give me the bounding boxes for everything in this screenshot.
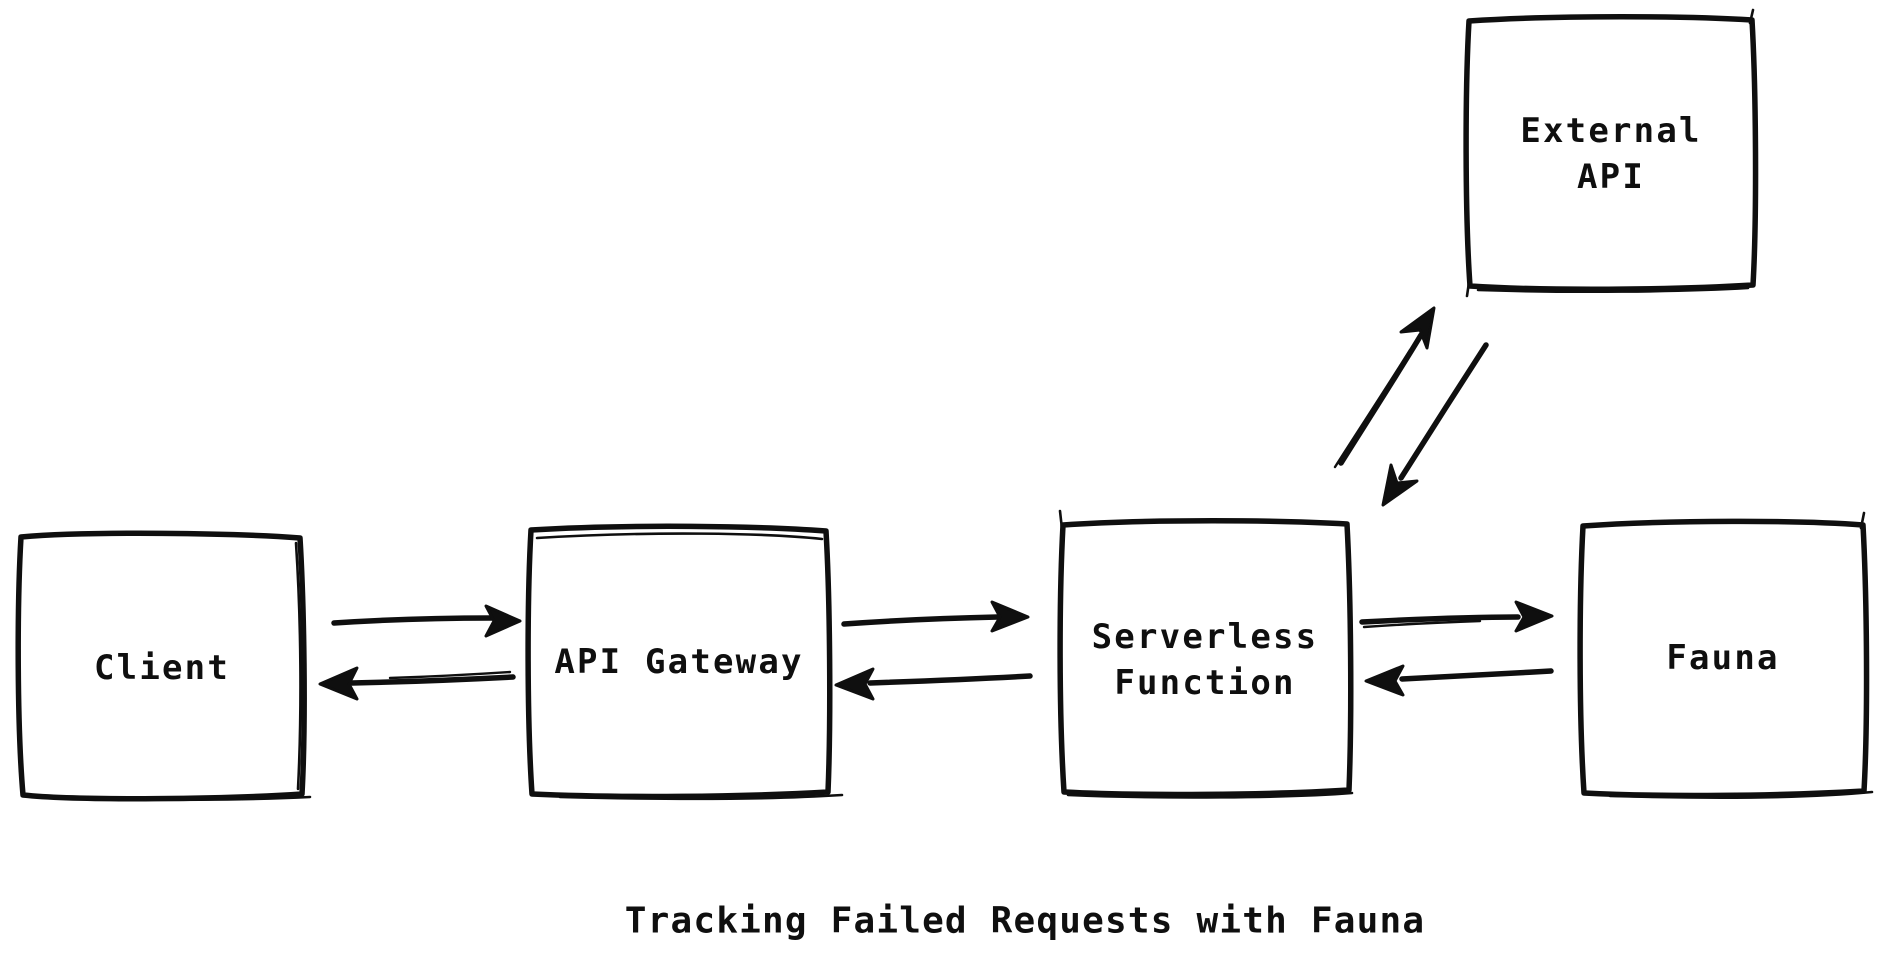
node-api-gateway-label: API Gateway xyxy=(554,642,803,682)
edge-serverless-to-fauna-shaft xyxy=(1359,614,1521,625)
edge-api-gateway-to-client xyxy=(318,666,516,701)
node-serverless-function-label-line1: Serverless xyxy=(1092,617,1319,657)
edge-client-to-api-gateway xyxy=(331,604,522,638)
edge-fauna-to-serverless-arrowhead xyxy=(1364,664,1405,697)
client-box-overdraw-right xyxy=(294,541,302,791)
client-box-outline xyxy=(15,530,307,802)
api-gateway-box-overdraw-top xyxy=(535,532,824,541)
edge-serverless-to-api-gateway xyxy=(834,667,1033,701)
diagram-title: Tracking Failed Requests with Fauna xyxy=(625,901,1426,942)
node-external-api-label-line2: API xyxy=(1577,157,1645,197)
edge-serverless-to-fauna-shaft-overdraw xyxy=(1362,619,1482,629)
serverless-box-overdraw-topleft xyxy=(1058,509,1064,531)
edge-external-api-to-serverless xyxy=(1381,342,1489,507)
external-api-box-overdraw-bottom xyxy=(1476,286,1750,294)
external-api-box-overdraw-bottomleft xyxy=(1465,280,1471,298)
edge-serverless-to-external-api-shaft-overdraw xyxy=(1333,348,1412,469)
fauna-box-outline xyxy=(1577,518,1870,799)
node-api-gateway: API Gateway xyxy=(525,523,844,801)
edge-api-gateway-to-serverless-arrowhead xyxy=(990,600,1030,633)
node-client: Client xyxy=(15,530,312,802)
edge-fauna-to-serverless xyxy=(1364,664,1554,697)
edge-serverless-to-api-gateway-arrowhead xyxy=(834,667,875,701)
node-fauna: Fauna xyxy=(1577,511,1874,799)
edge-api-gateway-to-client-shaft xyxy=(349,674,516,686)
edge-serverless-to-external-api-shaft xyxy=(1338,332,1424,466)
node-serverless-function: Serverless Function xyxy=(1057,509,1354,799)
edge-api-gateway-to-client-arrowhead xyxy=(318,666,359,701)
client-box-overdraw-bottom xyxy=(58,795,312,802)
edge-api-gateway-to-client-shaft-overdraw xyxy=(388,670,512,680)
edge-serverless-to-fauna xyxy=(1359,600,1554,633)
fauna-box-overdraw-topright xyxy=(1859,511,1866,530)
edge-api-gateway-to-serverless xyxy=(841,600,1030,633)
node-fauna-label: Fauna xyxy=(1666,638,1779,678)
serverless-box-overdraw-bottom xyxy=(1066,791,1354,799)
edge-serverless-to-external-api xyxy=(1333,306,1436,469)
external-api-box-overdraw-topright xyxy=(1748,8,1755,25)
edge-api-gateway-to-serverless-shaft xyxy=(841,614,1001,627)
api-gateway-box-outline xyxy=(525,523,833,800)
edge-client-to-api-gateway-shaft xyxy=(331,615,495,626)
edge-serverless-to-external-api-arrowhead xyxy=(1399,306,1436,350)
edge-serverless-to-api-gateway-shaft xyxy=(867,673,1033,686)
api-gateway-box-overdraw-bottom xyxy=(558,793,844,801)
node-external-api-label-line1: External xyxy=(1520,111,1701,151)
edge-fauna-to-serverless-shaft xyxy=(1399,668,1554,682)
node-client-label: Client xyxy=(94,648,230,688)
node-serverless-function-label-line2: Function xyxy=(1114,663,1295,703)
edge-serverless-to-fauna-arrowhead xyxy=(1514,600,1554,633)
serverless-box-outline xyxy=(1057,518,1354,798)
fauna-box-overdraw-bottom xyxy=(1608,790,1874,799)
edge-external-api-to-serverless-shaft xyxy=(1398,342,1489,481)
node-external-api: External API xyxy=(1463,8,1759,298)
external-api-box-outline xyxy=(1463,14,1759,293)
edge-client-to-api-gateway-arrowhead xyxy=(484,604,522,638)
edge-external-api-to-serverless-arrowhead xyxy=(1381,463,1419,507)
